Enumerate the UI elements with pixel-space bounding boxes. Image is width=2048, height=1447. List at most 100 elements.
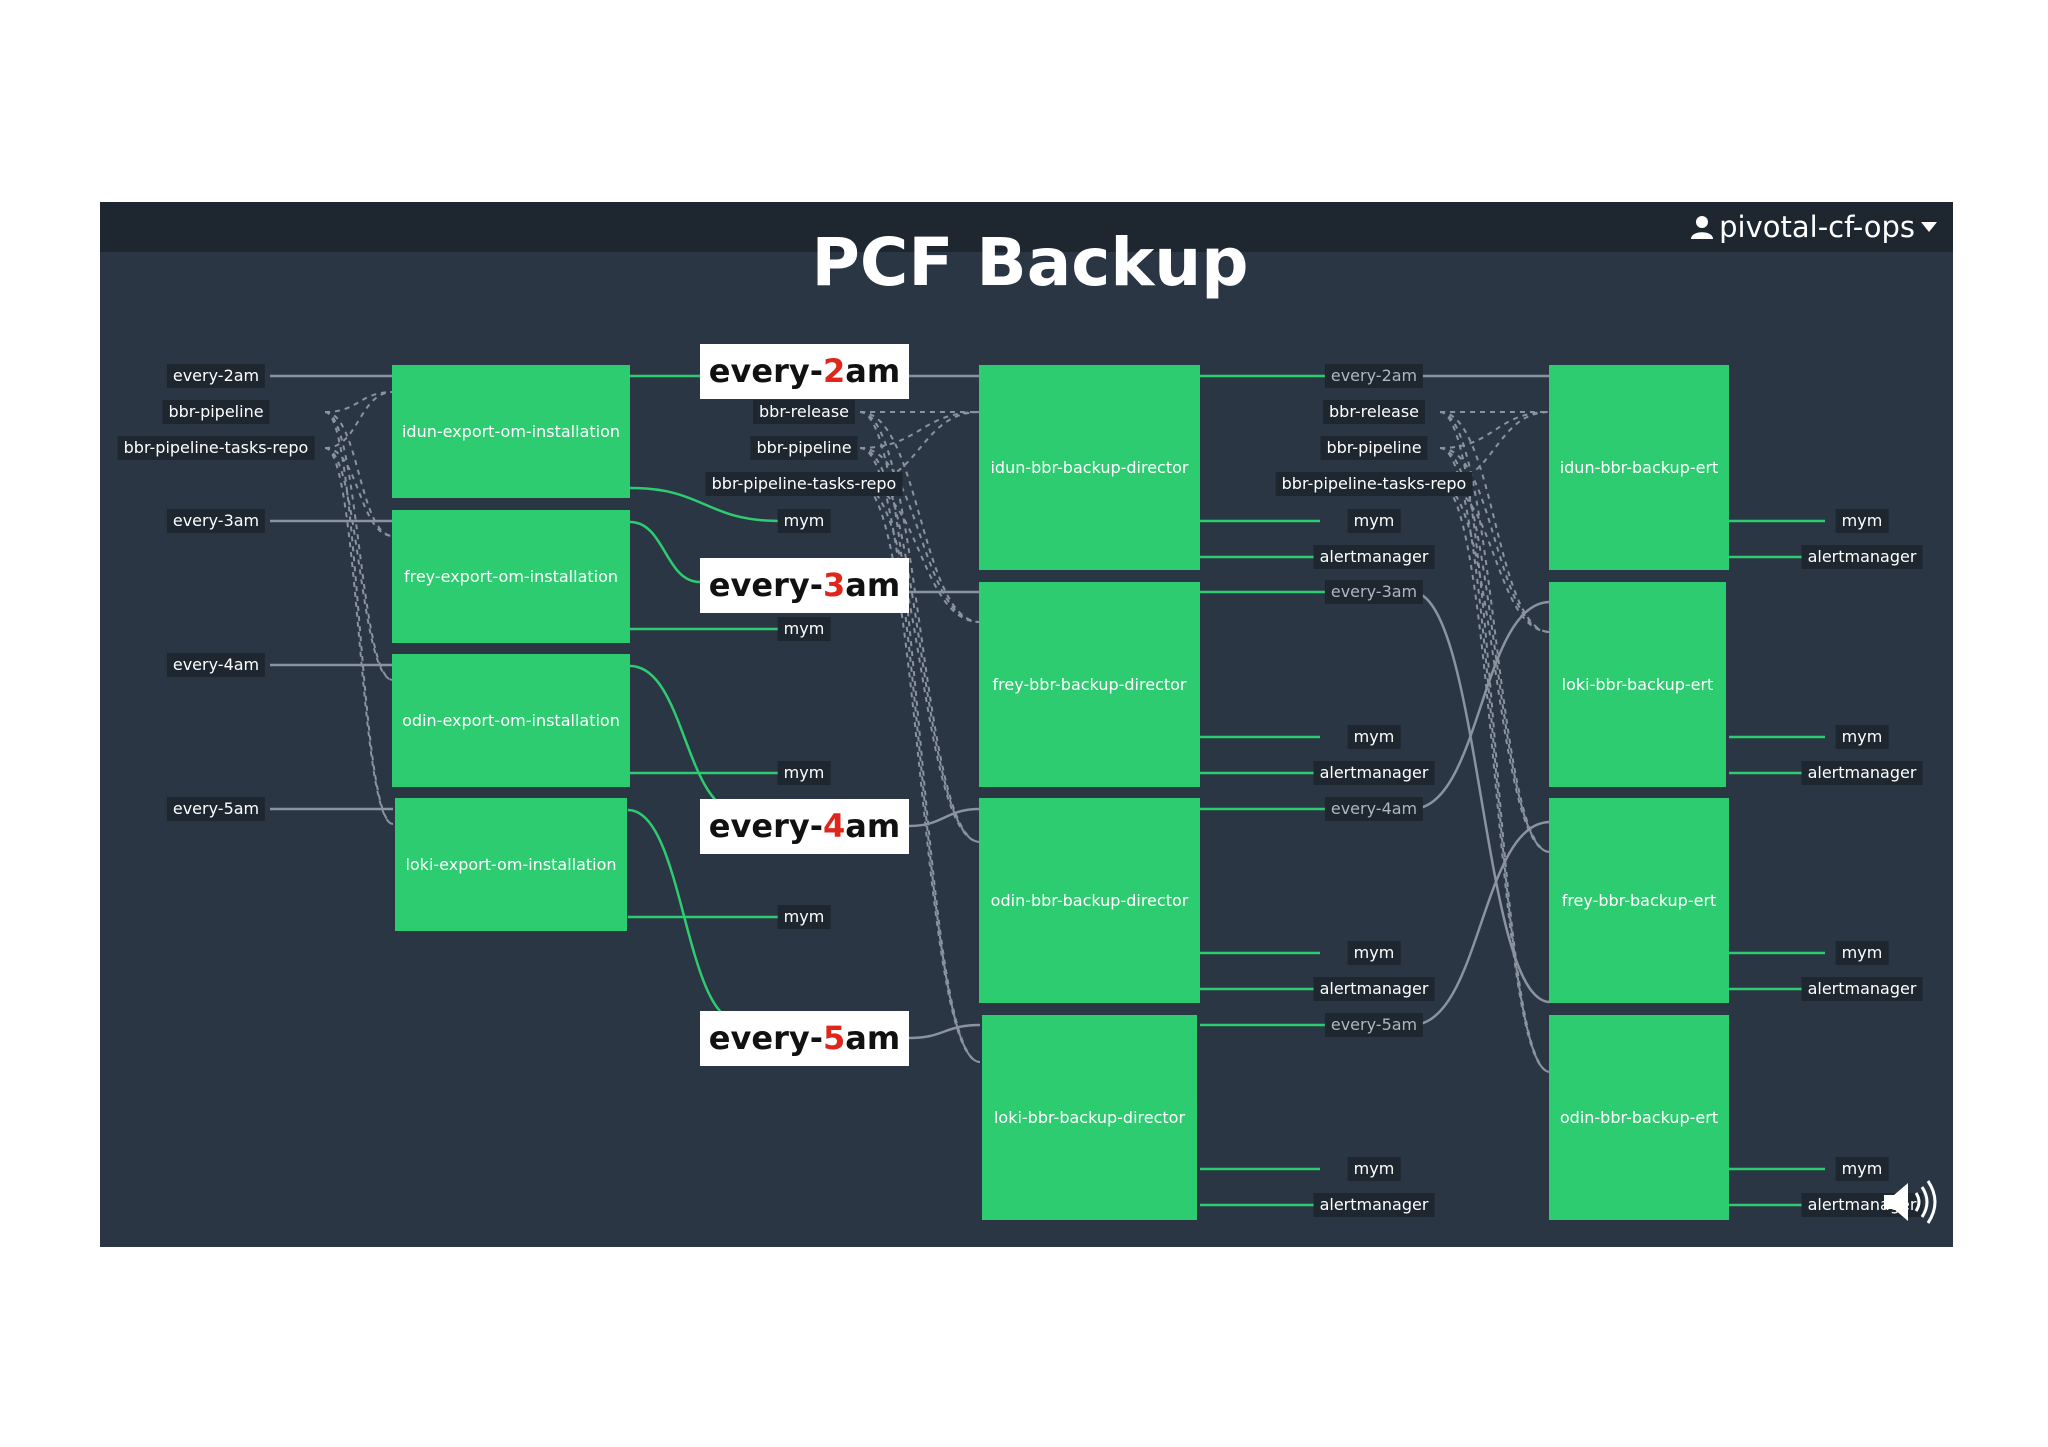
callout-highlight: 4: [822, 807, 846, 845]
wire-trigger: [1411, 590, 1551, 1004]
callout-prefix: every-: [708, 566, 823, 604]
job-odin-bbr-backup-ert[interactable]: odin-bbr-backup-ert: [1549, 1015, 1729, 1220]
wire-input: [324, 411, 394, 825]
resource-every-5am[interactable]: every-5am: [1324, 1013, 1424, 1037]
job-idun-bbr-backup-ert[interactable]: idun-bbr-backup-ert: [1549, 365, 1729, 570]
wire-input: [859, 483, 981, 843]
callout-highlight: 2: [822, 352, 846, 390]
resource-mym[interactable]: mym: [1835, 941, 1889, 965]
job-idun-bbr-backup-director[interactable]: idun-bbr-backup-director: [979, 365, 1200, 570]
job-odin-bbr-backup-director[interactable]: odin-bbr-backup-director: [979, 798, 1200, 1003]
job-frey-bbr-backup-ert[interactable]: frey-bbr-backup-ert: [1549, 798, 1729, 1003]
wire-output: [629, 486, 781, 523]
wire-input: [1439, 447, 1551, 853]
resource-bbr-release[interactable]: bbr-release: [753, 400, 855, 424]
resource-every-3am[interactable]: every-3am: [166, 509, 266, 533]
page-title: PCF Backup: [811, 224, 1249, 301]
wire-trigger: [1411, 600, 1551, 811]
wire-input: [1439, 447, 1551, 633]
callout-highlight: 3: [822, 566, 846, 604]
callout-every-4am: every-4am: [700, 799, 909, 854]
resource-bbr-pipeline[interactable]: bbr-pipeline: [750, 436, 858, 460]
job-label: frey-bbr-backup-director: [992, 675, 1187, 694]
resource-mym[interactable]: mym: [777, 617, 831, 641]
user-label: pivotal-cf-ops: [1719, 210, 1915, 244]
resource-bbr-release[interactable]: bbr-release: [1323, 400, 1425, 424]
resource-alertmanager[interactable]: alertmanager: [1801, 545, 1923, 569]
resource-alertmanager[interactable]: alertmanager: [1313, 977, 1435, 1001]
resource-bbr-pipeline[interactable]: bbr-pipeline: [1320, 436, 1428, 460]
job-odin-export-om-installation[interactable]: odin-export-om-installation: [392, 654, 630, 787]
job-loki-export-om-installation[interactable]: loki-export-om-installation: [395, 798, 627, 931]
resource-mym[interactable]: mym: [1347, 509, 1401, 533]
job-loki-bbr-backup-director[interactable]: loki-bbr-backup-director: [982, 1015, 1197, 1220]
resource-alertmanager[interactable]: alertmanager: [1313, 1193, 1435, 1217]
resource-mym[interactable]: mym: [1835, 725, 1889, 749]
resource-alertmanager[interactable]: alertmanager: [1801, 761, 1923, 785]
job-loki-bbr-backup-ert[interactable]: loki-bbr-backup-ert: [1549, 582, 1726, 787]
resource-every-2am[interactable]: every-2am: [1324, 364, 1424, 388]
callout-every-5am: every-5am: [700, 1011, 909, 1066]
wire-input: [324, 391, 394, 449]
wire-input: [1439, 411, 1551, 853]
job-frey-bbr-backup-director[interactable]: frey-bbr-backup-director: [979, 582, 1200, 787]
user-menu[interactable]: pivotal-cf-ops: [1691, 208, 1937, 246]
wire-input: [1439, 483, 1551, 633]
wire-trigger: [1411, 820, 1551, 1027]
resource-alertmanager[interactable]: alertmanager: [1801, 977, 1923, 1001]
callout-highlight: 5: [822, 1019, 846, 1057]
resource-every-5am[interactable]: every-5am: [166, 797, 266, 821]
top-bar: pivotal-cf-ops: [100, 202, 1953, 252]
resource-bbr-pipeline[interactable]: bbr-pipeline: [162, 400, 270, 424]
job-label: odin-export-om-installation: [402, 711, 620, 730]
job-label: frey-bbr-backup-ert: [1561, 891, 1717, 910]
caret-down-icon: [1921, 222, 1937, 232]
job-label: idun-bbr-backup-director: [990, 458, 1189, 477]
wire-output: [629, 664, 741, 814]
callout-suffix: am: [845, 807, 901, 845]
callout-every-2am: every-2am: [700, 344, 909, 399]
resource-bbr-pipeline-tasks-repo[interactable]: bbr-pipeline-tasks-repo: [1275, 472, 1473, 496]
callout-suffix: am: [845, 1019, 901, 1057]
callout-prefix: every-: [708, 1019, 823, 1057]
resource-every-4am[interactable]: every-4am: [1324, 797, 1424, 821]
wire-input: [859, 447, 981, 1063]
job-frey-export-om-installation[interactable]: frey-export-om-installation: [392, 510, 630, 643]
resource-mym[interactable]: mym: [1347, 725, 1401, 749]
resource-bbr-pipeline-tasks-repo[interactable]: bbr-pipeline-tasks-repo: [117, 436, 315, 460]
resource-mym[interactable]: mym: [777, 761, 831, 785]
job-label: idun-export-om-installation: [401, 422, 621, 441]
resource-every-3am[interactable]: every-3am: [1324, 580, 1424, 604]
speaker-icon[interactable]: [1880, 1177, 1940, 1227]
callout-suffix: am: [845, 352, 901, 390]
wire-input: [1439, 411, 1551, 633]
wire-input: [324, 411, 394, 537]
callout-prefix: every-: [708, 807, 823, 845]
resource-alertmanager[interactable]: alertmanager: [1313, 761, 1435, 785]
job-label: odin-bbr-backup-director: [990, 891, 1189, 910]
resource-mym[interactable]: mym: [1835, 509, 1889, 533]
wire-input: [324, 447, 394, 681]
wire-input: [859, 411, 981, 623]
callout-prefix: every-: [708, 352, 823, 390]
resource-mym[interactable]: mym: [1347, 1157, 1401, 1181]
resource-every-2am[interactable]: every-2am: [166, 364, 266, 388]
wire-input: [859, 447, 981, 623]
job-idun-export-om-installation[interactable]: idun-export-om-installation: [392, 365, 630, 498]
resource-mym[interactable]: mym: [1835, 1157, 1889, 1181]
wire-input: [1439, 483, 1551, 1073]
resource-alertmanager[interactable]: alertmanager: [1313, 545, 1435, 569]
resource-mym[interactable]: mym: [777, 509, 831, 533]
wire-input: [859, 411, 981, 449]
callout-every-3am: every-3am: [700, 558, 909, 613]
wire-trigger: [908, 1023, 981, 1040]
resource-mym[interactable]: mym: [777, 905, 831, 929]
wire-input: [324, 447, 394, 537]
wire-input: [859, 447, 981, 843]
resource-mym[interactable]: mym: [1347, 941, 1401, 965]
user-icon: [1691, 215, 1714, 239]
resource-bbr-pipeline-tasks-repo[interactable]: bbr-pipeline-tasks-repo: [705, 472, 903, 496]
resource-every-4am[interactable]: every-4am: [166, 653, 266, 677]
callout-suffix: am: [845, 566, 901, 604]
job-label: loki-export-om-installation: [405, 855, 617, 874]
